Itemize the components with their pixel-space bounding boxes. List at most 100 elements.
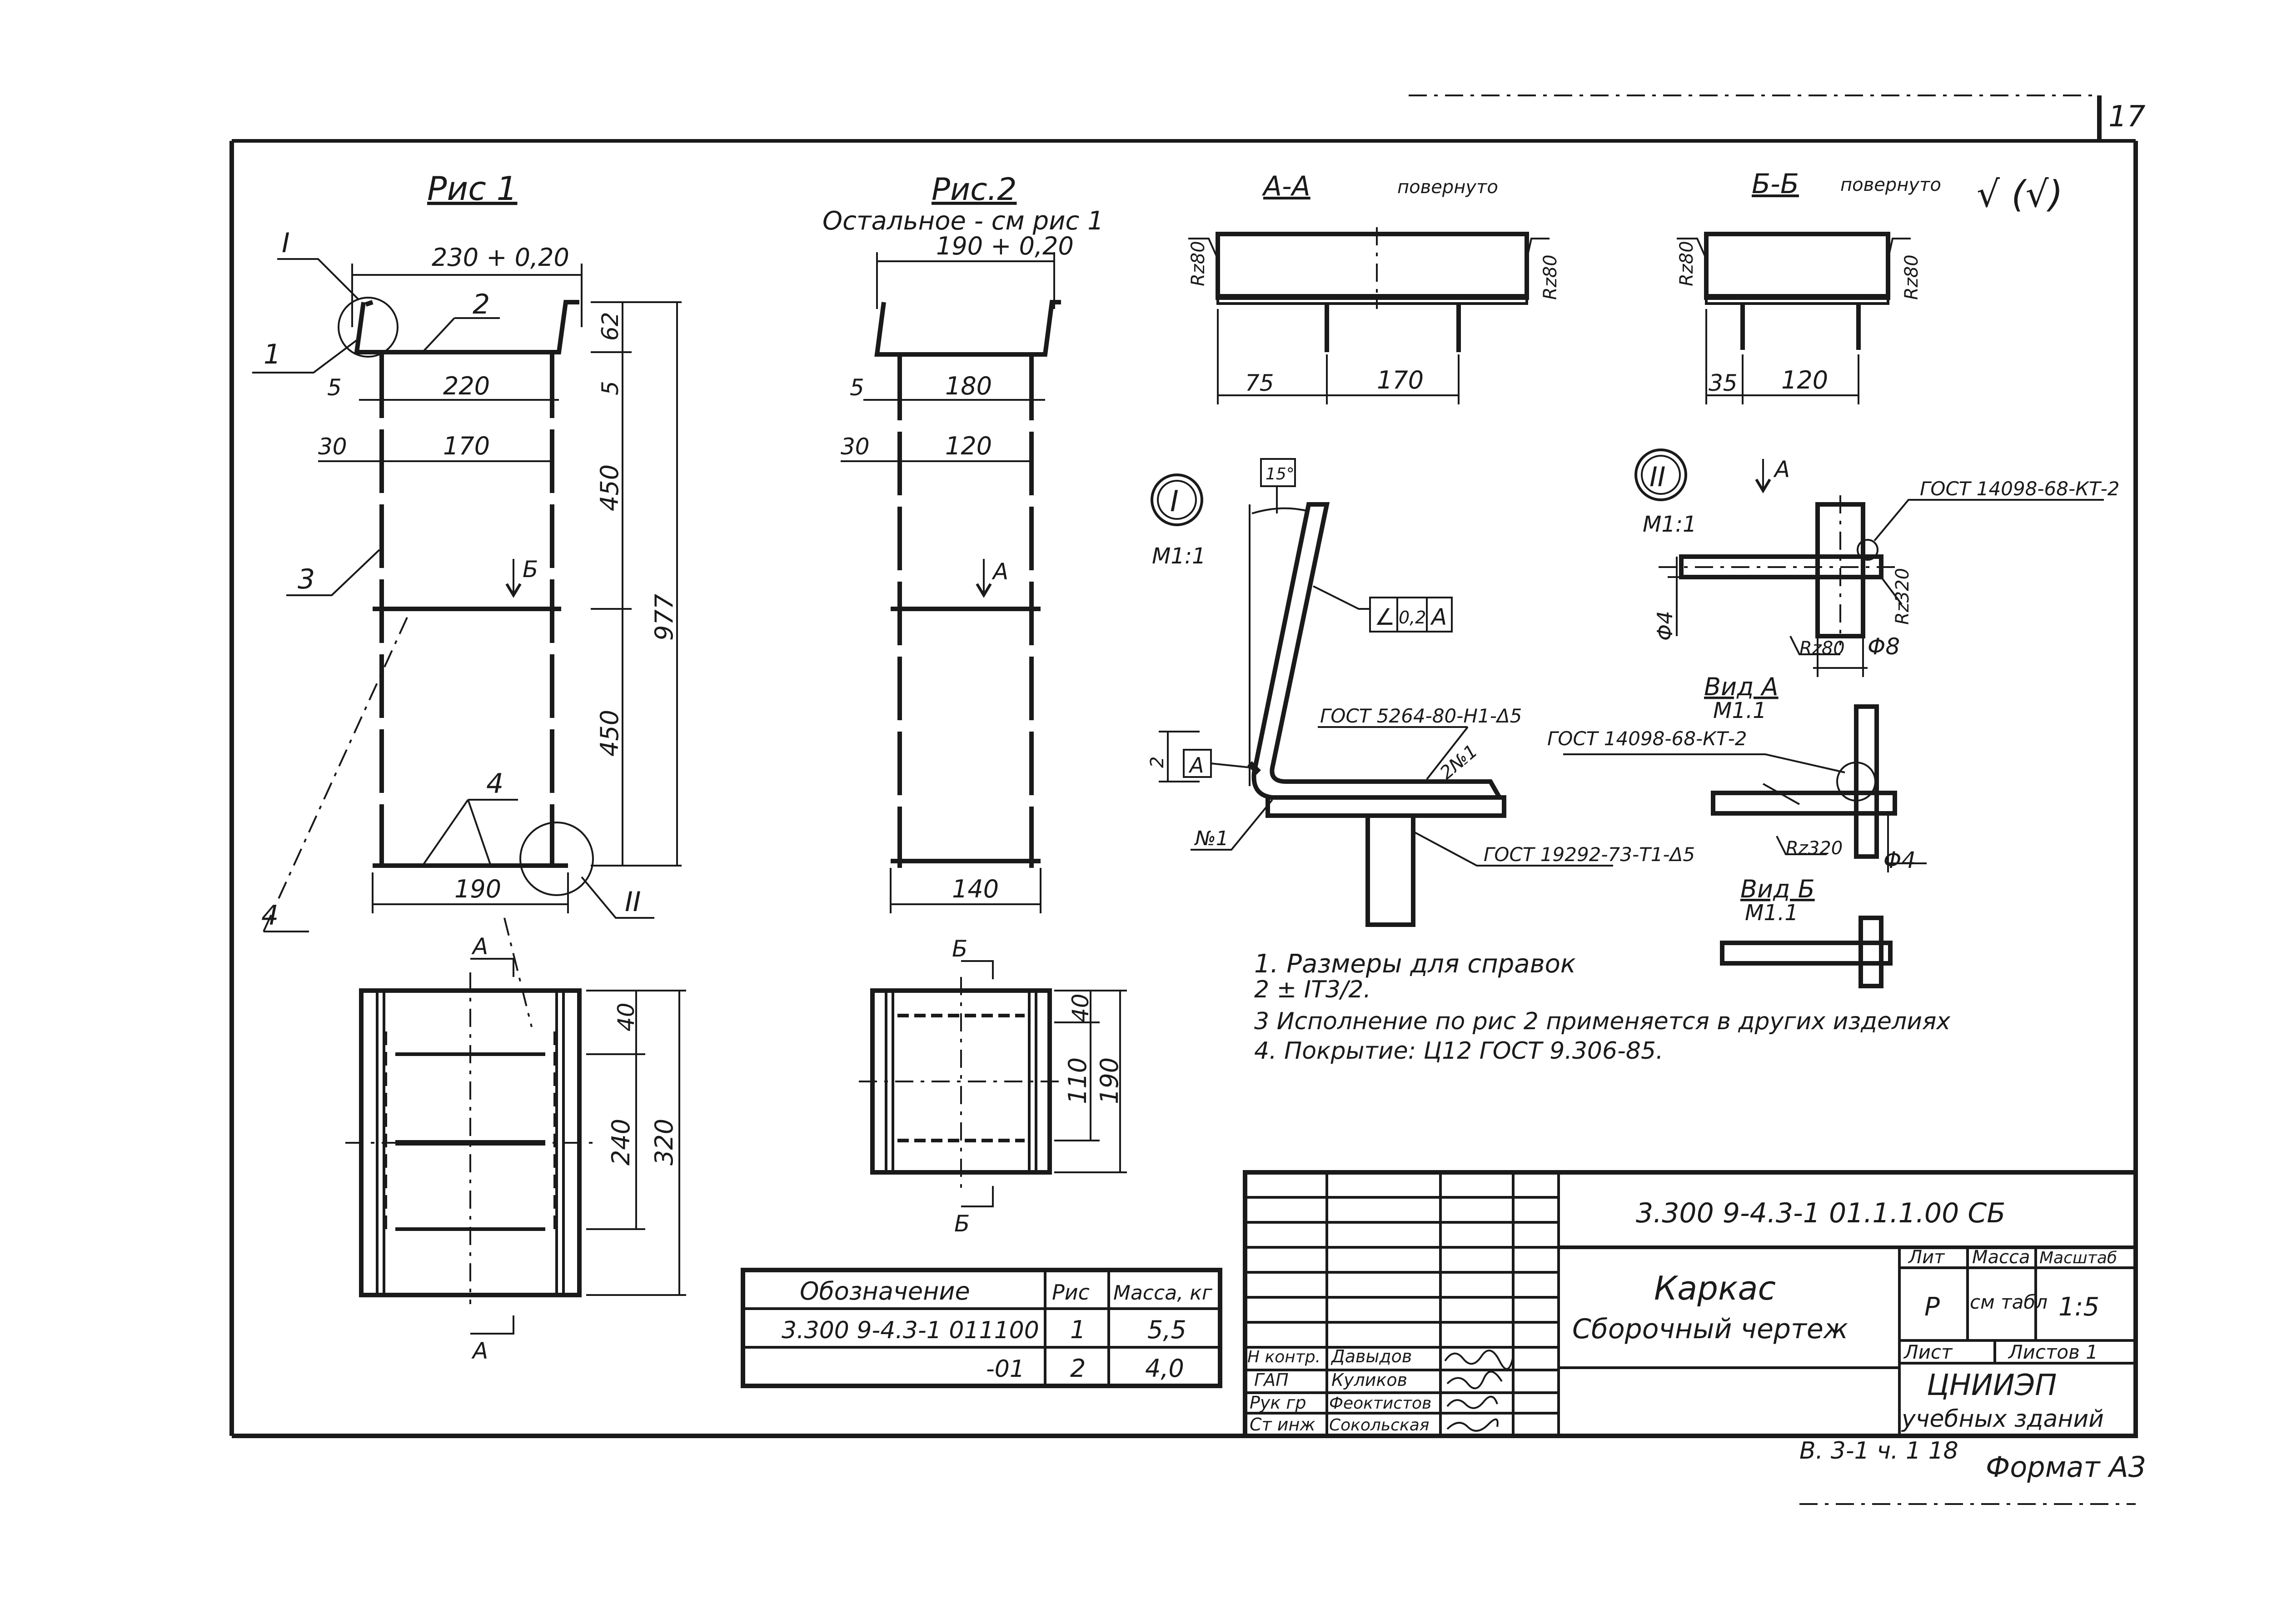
view-a-weld: ГОСТ 14098-68-КТ-2 bbox=[1547, 727, 1747, 750]
fig2-title: Рис.2 bbox=[932, 172, 1016, 208]
detail1-mark-n1: №1 bbox=[1194, 827, 1229, 850]
fig1-callout-ii: II bbox=[625, 886, 641, 918]
title-role-4: Ст инж bbox=[1250, 1415, 1315, 1435]
fig1-dim-220: 220 bbox=[443, 372, 490, 400]
note-3: 3 Исполнение по рис 2 применяется в друг… bbox=[1254, 1008, 1951, 1035]
title-org1: ЦНИИЭП bbox=[1927, 1369, 2057, 1402]
title-name-3: Феоктистов bbox=[1329, 1394, 1431, 1413]
fig2-section-a: А bbox=[992, 558, 1008, 585]
fig1-callout-2: 2 bbox=[473, 289, 490, 320]
fig1-plan-dim-320: 320 bbox=[650, 1119, 678, 1166]
fig1-dim-top: 230 + 0,20 bbox=[432, 243, 569, 272]
section-aa-note: повернуто bbox=[1397, 177, 1498, 198]
roughness-mark: √ (√) bbox=[1977, 173, 2063, 215]
title-role-1: Н контр. bbox=[1247, 1348, 1320, 1366]
detail-2: II М1:1 А ГОСТ 14098-68-КТ-2 Rz320 Φ4 Rz… bbox=[1634, 448, 2120, 677]
fig1-dim-62: 62 bbox=[597, 312, 623, 341]
note-2: 2 ± IT3/2. bbox=[1254, 976, 1371, 1003]
section-bb-title: Б-Б bbox=[1752, 168, 1799, 200]
section-aa-rz-left: Rz80 bbox=[1188, 241, 1209, 286]
fig1-elevation: Рис 1 230 + 0,20 220 5 170 30 190 62 bbox=[252, 169, 682, 932]
section-bb-dim-120: 120 bbox=[1781, 366, 1828, 394]
spec-row1-designation: 3.300 9-4.3-1 011100 bbox=[782, 1317, 1039, 1344]
title-role-3: Рук гр bbox=[1250, 1393, 1306, 1413]
title-role-2: ГАП bbox=[1254, 1370, 1289, 1390]
spec-row2-fig: 2 bbox=[1070, 1354, 1086, 1383]
fig1-dim-190: 190 bbox=[454, 875, 501, 903]
detail1-angle: 15° bbox=[1266, 465, 1295, 483]
fig2-plan-cut-b-top: Б bbox=[952, 936, 967, 962]
view-a: Вид А М1.1 ГОСТ 14098-68-КТ-2 Rz320 Φ4 bbox=[1547, 673, 1927, 873]
fig2-elevation: Рис.2 Остальное - см рис 1 190 + 0,20 18… bbox=[822, 172, 1104, 913]
note-4: 4. Покрытие: Ц12 ГОСТ 9.306-85. bbox=[1254, 1037, 1664, 1065]
fig1-dim-30: 30 bbox=[318, 433, 347, 460]
section-aa-dim-170: 170 bbox=[1377, 366, 1424, 394]
spec-row2-mass: 4,0 bbox=[1145, 1354, 1184, 1383]
spec-row2-designation: -01 bbox=[986, 1355, 1025, 1383]
notes: 1. Размеры для справок 2 ± IT3/2. 3 Испо… bbox=[1254, 949, 1951, 1065]
detail1-weld1: ГОСТ 5264-80-Н1-Δ5 bbox=[1320, 705, 1522, 727]
fig2-dim-140: 140 bbox=[952, 875, 999, 903]
view-a-title: Вид А bbox=[1704, 673, 1779, 701]
spec-header-fig: Рис bbox=[1052, 1280, 1090, 1305]
title-sheet-label: Лист bbox=[1903, 1341, 1953, 1363]
title-sheets-label: Листов 1 bbox=[2008, 1341, 2098, 1363]
spec-row1-fig: 1 bbox=[1070, 1315, 1086, 1344]
fig2-dim-5: 5 bbox=[850, 374, 864, 401]
fig1-section-b: Б bbox=[523, 556, 538, 583]
detail2-arrow-a: А bbox=[1773, 456, 1790, 483]
detail2-dia-4: Φ4 bbox=[1653, 611, 1677, 641]
fig2-plan: 40 110 190 Б Б bbox=[859, 936, 1127, 1237]
fig1-dim-450b: 450 bbox=[595, 710, 624, 757]
title-block: 3.300 9-4.3-1 01.1.1.00 СБ Каркас Сбороч… bbox=[1243, 1170, 2138, 1438]
detail2-rz-80: Rz80 bbox=[1799, 638, 1845, 659]
detail-1: I М1:1 15° ∠ 0,2 А ГОСТ 5264-80-Н1-Δ5 2№… bbox=[1147, 458, 1695, 927]
section-bb: Б-Б повернуто Rz80 Rz80 35 120 bbox=[1676, 168, 1941, 404]
detail2-weld: ГОСТ 14098-68-КТ-2 bbox=[1920, 478, 2120, 500]
detail1-scale: М1:1 bbox=[1152, 543, 1206, 569]
detail1-base: А bbox=[1188, 753, 1204, 777]
fig1-plan-dim-240: 240 bbox=[607, 1119, 635, 1166]
detail1-label: I bbox=[1170, 485, 1179, 518]
fig1-plan-cut-a-bottom: А bbox=[471, 1338, 488, 1364]
fig1-plan-dim-40: 40 bbox=[613, 1002, 639, 1031]
fig2-plan-dim-40: 40 bbox=[1067, 993, 1094, 1022]
title-name-1: Давыдов bbox=[1330, 1346, 1412, 1366]
fig1-dim-5: 5 bbox=[327, 374, 342, 401]
view-b-scale: М1.1 bbox=[1745, 900, 1799, 926]
fig2-plan-dim-190: 190 bbox=[1095, 1057, 1124, 1104]
title-code: 3.300 9-4.3-1 01.1.1.00 СБ bbox=[1636, 1197, 2005, 1229]
detail2-dia-8: Φ8 bbox=[1868, 633, 1900, 660]
note-1: 1. Размеры для справок bbox=[1254, 949, 1576, 979]
title-name-2: Куликов bbox=[1331, 1370, 1407, 1390]
signature-4 bbox=[1446, 1418, 1499, 1432]
fig1-callout-i: I bbox=[282, 227, 290, 259]
fig1-callout-1: 1 bbox=[264, 339, 281, 370]
detail1-tol-sym: ∠ bbox=[1375, 604, 1395, 630]
detail2-scale: М1:1 bbox=[1643, 512, 1697, 537]
spec-header-designation: Обозначение bbox=[800, 1277, 970, 1305]
title-mass-label: Масса bbox=[1972, 1247, 2030, 1268]
section-bb-rz-left: Rz80 bbox=[1676, 241, 1697, 286]
section-bb-dim-35: 35 bbox=[1709, 370, 1738, 396]
fig1-callout-4b: 4 bbox=[261, 900, 279, 932]
view-a-scale: М1.1 bbox=[1713, 698, 1767, 723]
page-number: 17 bbox=[2108, 100, 2146, 134]
title-scale: 1:5 bbox=[2058, 1292, 2099, 1322]
title-doc-type: Сборочный чертеж bbox=[1572, 1313, 1848, 1345]
spec-table: Обозначение Рис Масса, кг 3.300 9-4.3-1 … bbox=[741, 1268, 1222, 1388]
spec-header-mass: Масса, кг bbox=[1113, 1281, 1213, 1305]
detail1-weld2: ГОСТ 19292-73-Т1-Δ5 bbox=[1484, 843, 1695, 866]
detail2-label: II bbox=[1649, 461, 1665, 493]
fig1-dim-5v: 5 bbox=[597, 381, 623, 395]
section-aa: А-А повернуто Rz80 Rz80 75 170 bbox=[1188, 170, 1561, 404]
view-a-dia: Φ4 bbox=[1883, 847, 1916, 873]
fig2-dim-180: 180 bbox=[945, 372, 992, 400]
fig2-plan-cut-b-bottom: Б bbox=[954, 1211, 970, 1237]
spec-row1-mass: 5,5 bbox=[1147, 1315, 1186, 1344]
signature-3 bbox=[1446, 1395, 1498, 1409]
section-aa-title: А-А bbox=[1261, 170, 1310, 202]
detail1-dim-2: 2 bbox=[1147, 757, 1168, 768]
title-lit: Р bbox=[1924, 1292, 1940, 1322]
